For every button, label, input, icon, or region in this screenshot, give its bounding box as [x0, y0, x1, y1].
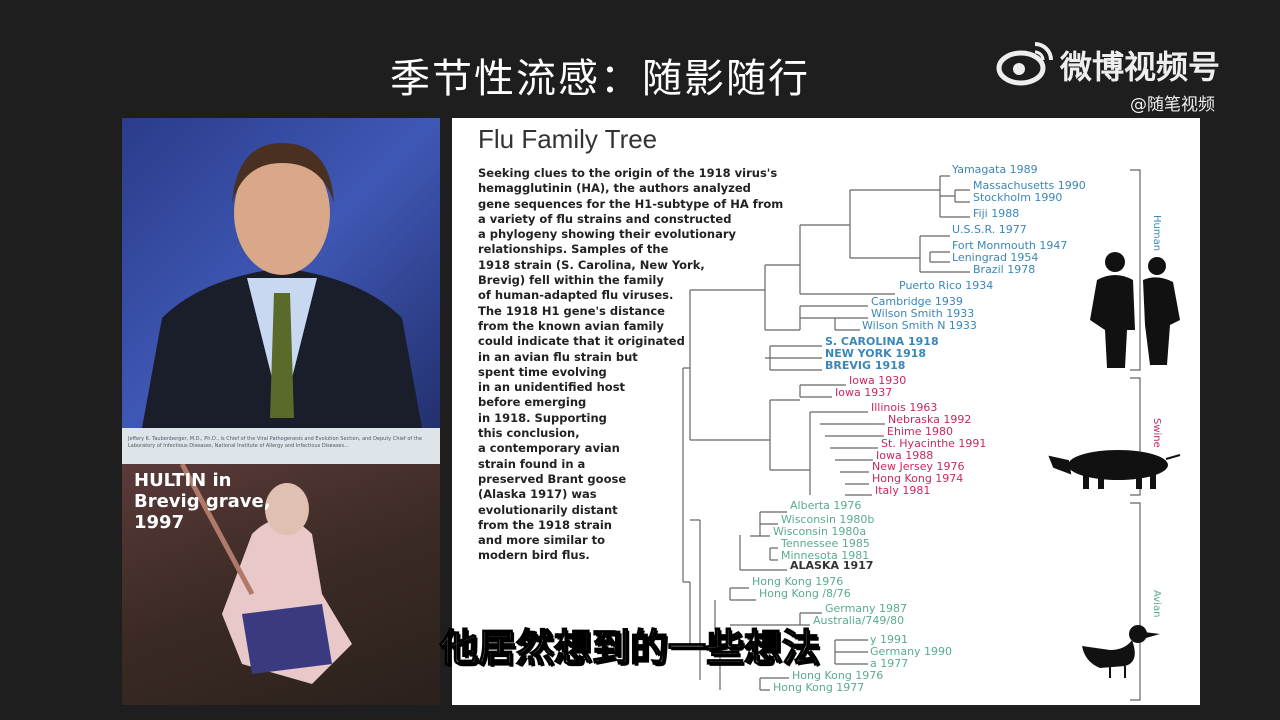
tree-label: Wisconsin 1980a — [773, 525, 867, 538]
tree-label: Brazil 1978 — [973, 263, 1036, 276]
tree-label: Alberta 1976 — [790, 499, 862, 512]
tree-label: y 1991 — [870, 633, 909, 646]
tree-label: BREVIG 1918 — [825, 359, 906, 372]
tree-label: Illinois 1963 — [871, 401, 938, 414]
tree-label: Tennessee 1985 — [781, 537, 870, 550]
tree-label: Germany 1990 — [870, 645, 953, 658]
tree-label: Hong Kong /8/76 — [759, 587, 851, 600]
tree-label: S. CAROLINA 1918 — [825, 335, 939, 348]
tree-label: Nebraska 1992 — [888, 413, 972, 426]
group-label-human: Human — [1151, 215, 1162, 252]
tree-label: Wilson Smith 1933 — [871, 307, 975, 320]
slide-title: Flu Family Tree — [478, 124, 658, 154]
tree-label: Iowa 1988 — [876, 449, 934, 462]
human-silhouette-icon — [1090, 252, 1180, 368]
tree-label: Cambridge 1939 — [871, 295, 963, 308]
slide-description: Seeking clues to the origin of the 1918 … — [478, 166, 784, 563]
tree-label: Wilson Smith N 1933 — [862, 319, 977, 332]
duck-silhouette-icon — [1082, 625, 1160, 678]
tree-label: Iowa 1930 — [849, 374, 907, 387]
tree-label: Hong Kong 1974 — [872, 472, 964, 485]
tree-label: Wisconsin 1980b — [781, 513, 875, 526]
pig-silhouette-icon — [1048, 450, 1181, 489]
group-label-avian: Avian — [1151, 590, 1162, 618]
tree-label: Puerto Rico 1934 — [899, 279, 994, 292]
tree-label: New Jersey 1976 — [872, 460, 965, 473]
video-subtitle: 他居然想到的一些想法 — [439, 626, 821, 670]
tree-label: Germany 1987 — [825, 602, 908, 615]
tree-label: a 1977 — [870, 657, 909, 670]
tree-label: Hong Kong 1976 — [752, 575, 844, 588]
portrait-photo — [122, 118, 440, 428]
watermark-handle: @随笔视频 — [1130, 95, 1215, 115]
tree-label: Fort Monmouth 1947 — [952, 239, 1068, 252]
photo-caption: Jeffery K. Taubenberger, M.D., Ph.D., is… — [122, 428, 440, 464]
tree-label: Iowa 1937 — [835, 386, 893, 399]
tree-label: St. Hyacinthe 1991 — [881, 437, 987, 450]
tree-label: Minnesota 1981 — [781, 549, 870, 562]
tree-label: Italy 1981 — [875, 484, 931, 497]
video-title: 季节性流感：随影随行 — [390, 56, 810, 102]
tree-label: Fiji 1988 — [973, 207, 1020, 220]
watermark-name: 微博视频号 — [1060, 48, 1221, 86]
weibo-logo-icon — [996, 42, 1053, 86]
tree-label: Hong Kong 1977 — [773, 681, 865, 694]
tree-label: Leningrad 1954 — [952, 251, 1039, 264]
tree-label: Australia/749/80 — [813, 614, 905, 627]
tree-label: Hong Kong 1976 — [792, 669, 884, 682]
hultin-photo — [122, 462, 440, 705]
group-label-swine: Swine — [1151, 418, 1162, 448]
tree-label: NEW YORK 1918 — [825, 347, 927, 360]
tree-label: Massachusetts 1990 — [973, 179, 1086, 192]
tree-label: Yamagata 1989 — [952, 163, 1038, 176]
hultin-caption: HULTIN in Brevig grave, 1997 — [134, 470, 271, 533]
tree-label: ALASKA 1917 — [790, 559, 874, 572]
tree-label: U.S.S.R. 1977 — [952, 223, 1027, 236]
tree-label: Stockholm 1990 — [973, 191, 1063, 204]
tree-label: Ehime 1980 — [887, 425, 953, 438]
